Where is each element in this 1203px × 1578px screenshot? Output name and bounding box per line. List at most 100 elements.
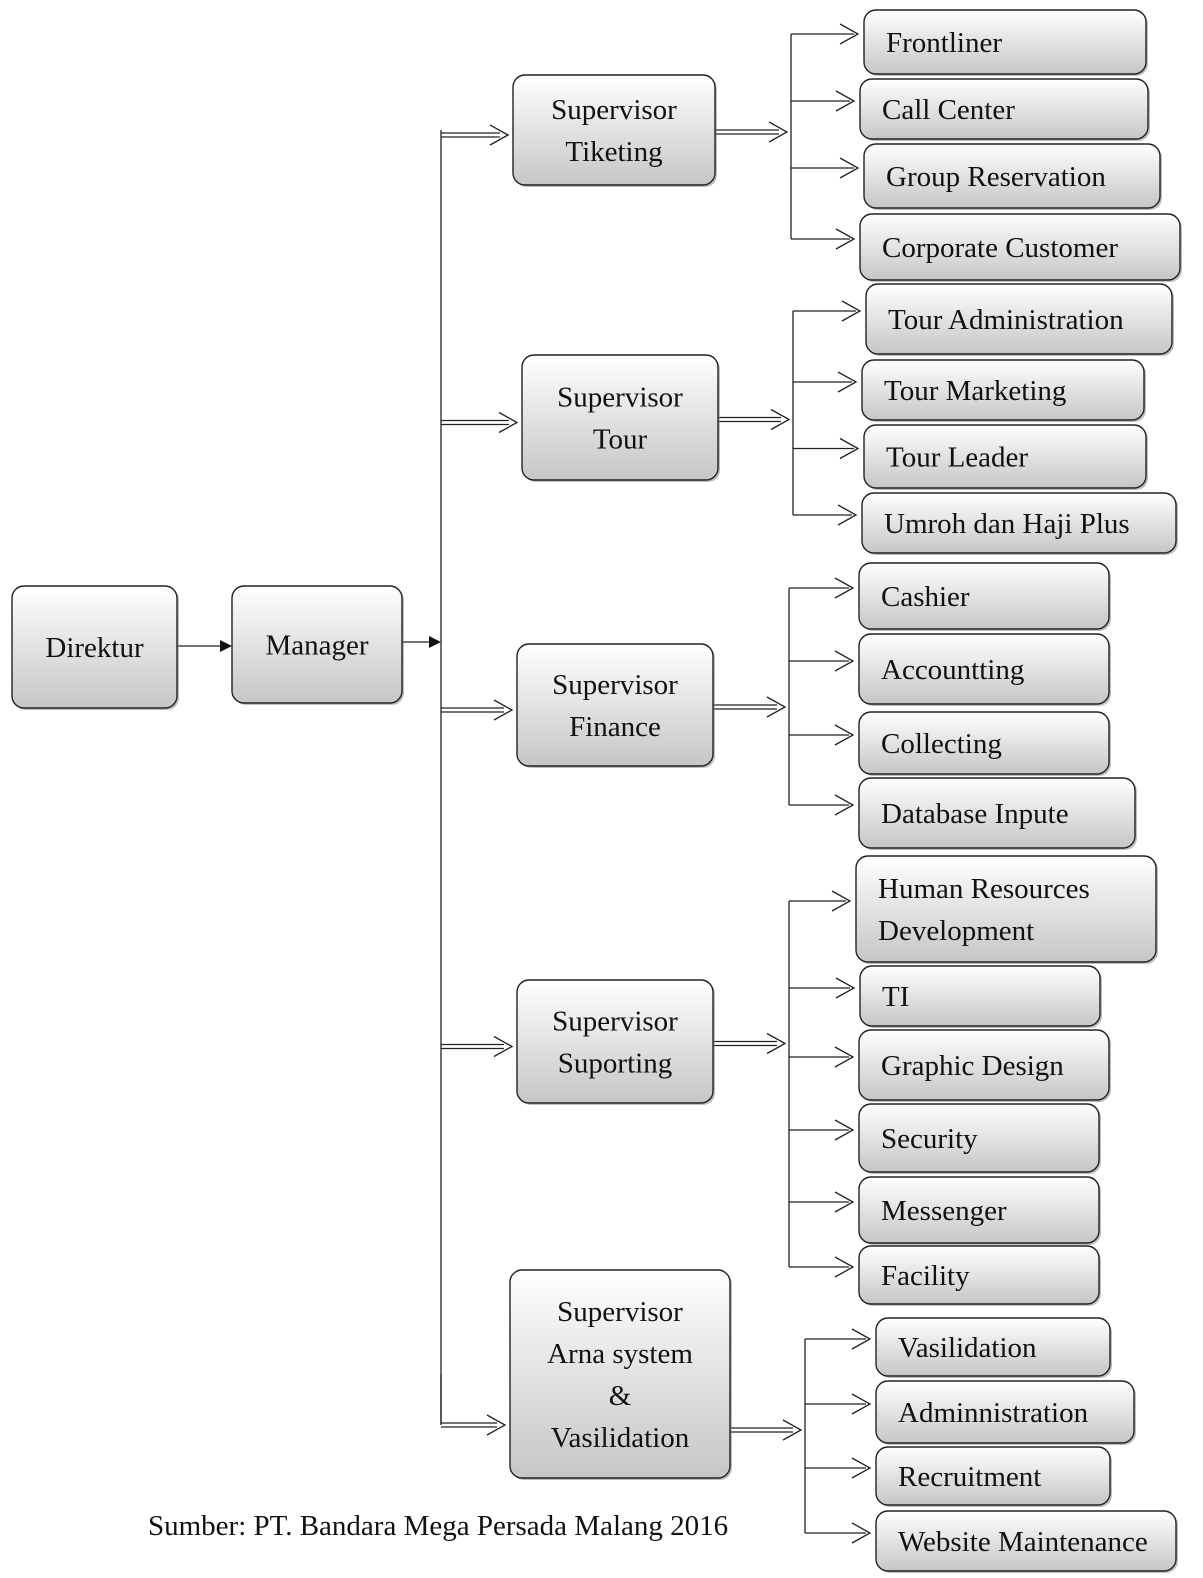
staff-accountting: Accountting	[858, 633, 1111, 706]
staff-tour-leader-box	[863, 424, 1147, 489]
supervisor-tiketing-box	[512, 74, 716, 186]
node-direktur-label: Direktur	[45, 632, 144, 664]
staff-website-maintenance: Website Maintenance	[875, 1510, 1178, 1573]
node-manager: Manager	[231, 585, 404, 705]
staff-human-resources-development-box	[855, 855, 1157, 963]
staff-tour-administration: Tour Administration	[865, 283, 1174, 356]
supervisor-tour-to-bus-arrow-head	[770, 408, 791, 431]
staff-facility-box	[858, 1245, 1100, 1305]
supervisor-tiketing-label: Tiketing	[565, 136, 662, 168]
staff-vasilidation-label: Vasilidation	[898, 1332, 1037, 1364]
supervisor-finance-to-bus-arrow-head	[766, 696, 787, 718]
bus-to-facility-arrowhead	[834, 1256, 855, 1278]
supervisor-finance-label: Finance	[569, 711, 661, 743]
staff-umroh-dan-haji-plus-label: Umroh dan Haji Plus	[884, 508, 1130, 540]
staff-ti: TI	[859, 965, 1102, 1028]
bus-to-frontliner-arrowhead	[839, 23, 860, 45]
bus-to-group-reservation-arrowhead	[839, 157, 860, 179]
staff-tour-administration-label: Tour Administration	[888, 304, 1124, 336]
staff-human-resources-development-label: Development	[878, 915, 1034, 947]
staff-tour-administration-box	[865, 283, 1173, 355]
staff-frontliner-label: Frontliner	[886, 27, 1002, 59]
staff-human-resources-development-label: Human Resources	[878, 873, 1090, 905]
staff-ti-label: TI	[882, 981, 909, 1013]
staff-tour-marketing-label: Tour Marketing	[884, 375, 1066, 407]
staff-group-reservation-box	[863, 143, 1161, 209]
staff-facility-label: Facility	[881, 1260, 970, 1292]
node-direktur-box	[11, 585, 178, 709]
staff-tour-leader: Tour Leader	[863, 424, 1148, 490]
bus-to-accountting-arrowhead	[834, 650, 855, 672]
staff-graphic-design: Graphic Design	[858, 1029, 1111, 1102]
staff-database-inpute: Database Inpute	[858, 777, 1137, 850]
staff-security: Security	[858, 1103, 1101, 1174]
bus-to-recruitment-arrowhead	[851, 1457, 872, 1479]
staff-database-inpute-box	[858, 777, 1136, 849]
node-manager-box	[231, 585, 403, 704]
staff-messenger-box	[858, 1176, 1100, 1244]
supervisor-suporting-label: Suporting	[558, 1048, 672, 1080]
bus-to-tour-marketing-arrowhead	[837, 371, 858, 393]
supervisor-finance-label: Supervisor	[552, 669, 678, 701]
supervisor-suporting-box	[516, 979, 714, 1104]
bus-to-umroh-dan-haji-plus-arrowhead	[837, 504, 858, 526]
manager-trunk-arrowhead	[429, 636, 441, 648]
supervisor-tour-box	[521, 354, 719, 481]
bus-to-human-resources-development-arrowhead	[831, 890, 852, 912]
staff-collecting-label: Collecting	[881, 728, 1002, 760]
supervisor-tour-label: Supervisor	[557, 382, 683, 414]
staff-accountting-label: Accountting	[881, 654, 1024, 686]
staff-cashier-box	[858, 562, 1110, 630]
staff-tour-marketing-box	[861, 359, 1145, 421]
staff-recruitment-box	[875, 1446, 1111, 1506]
bus-to-graphic-design-arrowhead	[834, 1046, 855, 1068]
staff-facility: Facility	[858, 1245, 1101, 1306]
staff-group-reservation-label: Group Reservation	[886, 161, 1106, 193]
staff-graphic-design-box	[858, 1029, 1110, 1101]
bus-to-ti-arrowhead	[835, 977, 856, 999]
staff-group-reservation: Group Reservation	[863, 143, 1162, 210]
direktur-manager-arrowhead	[220, 640, 232, 652]
staff-messenger-label: Messenger	[881, 1195, 1007, 1227]
trunk-to-supervisor-finance-arrow-head	[493, 699, 514, 721]
supervisor-suporting-label: Supervisor	[552, 1006, 678, 1038]
staff-security-label: Security	[881, 1123, 978, 1155]
trunk-to-supervisor-suporting-arrow-head	[493, 1035, 514, 1058]
staff-call-center: Call Center	[859, 78, 1150, 141]
staff-collecting-box	[858, 711, 1110, 775]
staff-umroh-dan-haji-plus-box	[861, 492, 1177, 554]
staff-cashier-label: Cashier	[881, 581, 970, 613]
staff-vasilidation-box	[875, 1317, 1111, 1377]
bus-to-messenger-arrowhead	[834, 1191, 855, 1213]
staff-call-center-box	[859, 78, 1149, 140]
staff-corporate-customer-box	[859, 213, 1181, 281]
bus-to-security-arrowhead	[834, 1119, 855, 1141]
bus-to-collecting-arrowhead	[834, 724, 855, 746]
supervisor-tiketing-label: Supervisor	[551, 94, 677, 126]
supervisor-tiketing-to-bus-arrow-head	[768, 121, 789, 143]
source-caption: Sumber: PT. Bandara Mega Persada Malang …	[148, 1510, 729, 1542]
trunk-to-supervisor-arna-system-vasilidation-arrow-head	[486, 1414, 507, 1436]
staff-recruitment: Recruitment	[875, 1446, 1112, 1507]
supervisor-arna-system-vasilidation-box	[509, 1269, 731, 1479]
staff-adminnistration: Adminnistration	[875, 1380, 1136, 1445]
staff-accountting-box	[858, 633, 1110, 705]
staff-adminnistration-box	[875, 1380, 1135, 1444]
staff-website-maintenance-label: Website Maintenance	[898, 1526, 1148, 1558]
staff-frontliner: Frontliner	[863, 9, 1148, 76]
staff-frontliner-box	[863, 9, 1147, 75]
bus-to-vasilidation-arrowhead	[851, 1328, 872, 1350]
staff-security-box	[858, 1103, 1100, 1173]
staff-ti-box	[859, 965, 1101, 1027]
bus-to-adminnistration-arrowhead	[851, 1393, 872, 1415]
supervisor-arna-system-vasilidation-label: Arna system	[547, 1338, 693, 1370]
staff-graphic-design-label: Graphic Design	[881, 1050, 1064, 1082]
supervisor-finance-box	[516, 643, 714, 767]
